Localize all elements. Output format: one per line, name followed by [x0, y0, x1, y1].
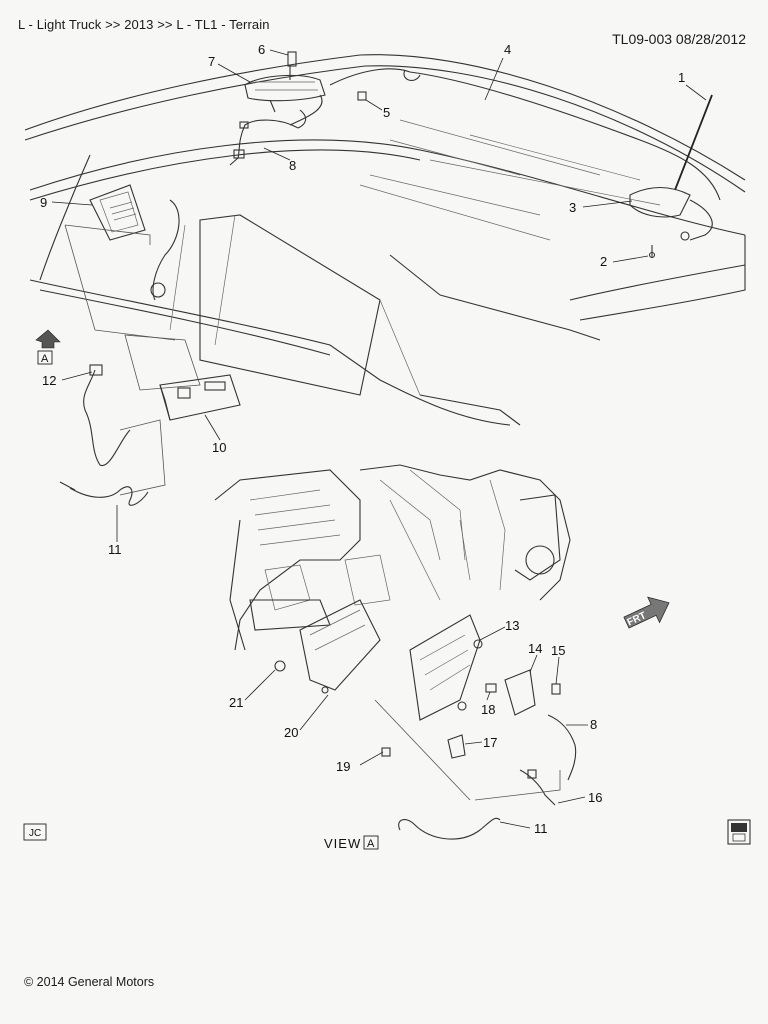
- callout-13: 13: [505, 618, 519, 633]
- callout-labels: 1 2 3 4 5 6 7 8 9 10 11 12 13 14 15 16 1…: [40, 42, 685, 836]
- document-id: TL09-003 08/28/2012: [612, 31, 746, 47]
- view-a-label: VIEW A: [324, 835, 379, 851]
- copyright-footer: © 2014 General Motors: [24, 975, 155, 989]
- harness-11-view: [398, 817, 501, 840]
- callout-18: 18: [481, 702, 495, 717]
- callout-3: 3: [569, 200, 576, 215]
- callout-8: 8: [289, 158, 296, 173]
- callout-12: 12: [42, 373, 56, 388]
- roof-harness: [229, 119, 299, 166]
- corner-marker-right: [727, 819, 751, 845]
- callout-2: 2: [600, 254, 607, 269]
- view-ref: A: [367, 838, 375, 850]
- callout-14: 14: [528, 641, 542, 656]
- assembly-guides: [64, 224, 201, 496]
- callout-17: 17: [483, 735, 497, 750]
- marker-a-label: A: [41, 353, 49, 365]
- instrument-panel-assembly: [214, 464, 571, 651]
- roof-module: [244, 51, 367, 129]
- corner-code: JC: [29, 828, 41, 839]
- harness-11: [69, 486, 149, 506]
- callout-16: 16: [588, 790, 602, 805]
- callout-7: 7: [208, 54, 215, 69]
- telematics-module: [159, 374, 241, 421]
- mirror-module: [89, 184, 180, 301]
- harness-8-lower: [547, 714, 577, 781]
- breadcrumb: L - Light Truck >> 2013 >> L - TL1 - Ter…: [18, 17, 270, 32]
- callout-20: 20: [284, 725, 298, 740]
- callout-10: 10: [212, 440, 226, 455]
- callout-4: 4: [504, 42, 511, 57]
- leader-lines: [51, 49, 707, 829]
- view-label: VIEW: [324, 836, 361, 851]
- callout-11-lower: 11: [534, 821, 548, 836]
- harness-12: [83, 369, 131, 466]
- roof-cable: [329, 68, 721, 201]
- harness-16: [519, 769, 556, 806]
- bracket-and-module: [274, 599, 483, 721]
- view-a-marker: A: [35, 329, 61, 365]
- callout-19: 19: [336, 759, 350, 774]
- callout-21: 21: [229, 695, 243, 710]
- callout-8-lower: 8: [590, 717, 597, 732]
- front-direction-arrow: FRT: [623, 596, 670, 628]
- callout-15: 15: [551, 643, 565, 658]
- callout-5: 5: [383, 105, 390, 120]
- vehicle-body: [24, 54, 746, 426]
- roof-antenna: [629, 94, 713, 259]
- callout-11: 11: [108, 542, 122, 557]
- corner-marker-left: JC: [23, 823, 47, 841]
- connector-block: [381, 669, 561, 759]
- callout-6: 6: [258, 42, 265, 57]
- callout-1: 1: [678, 70, 685, 85]
- callout-9: 9: [40, 195, 47, 210]
